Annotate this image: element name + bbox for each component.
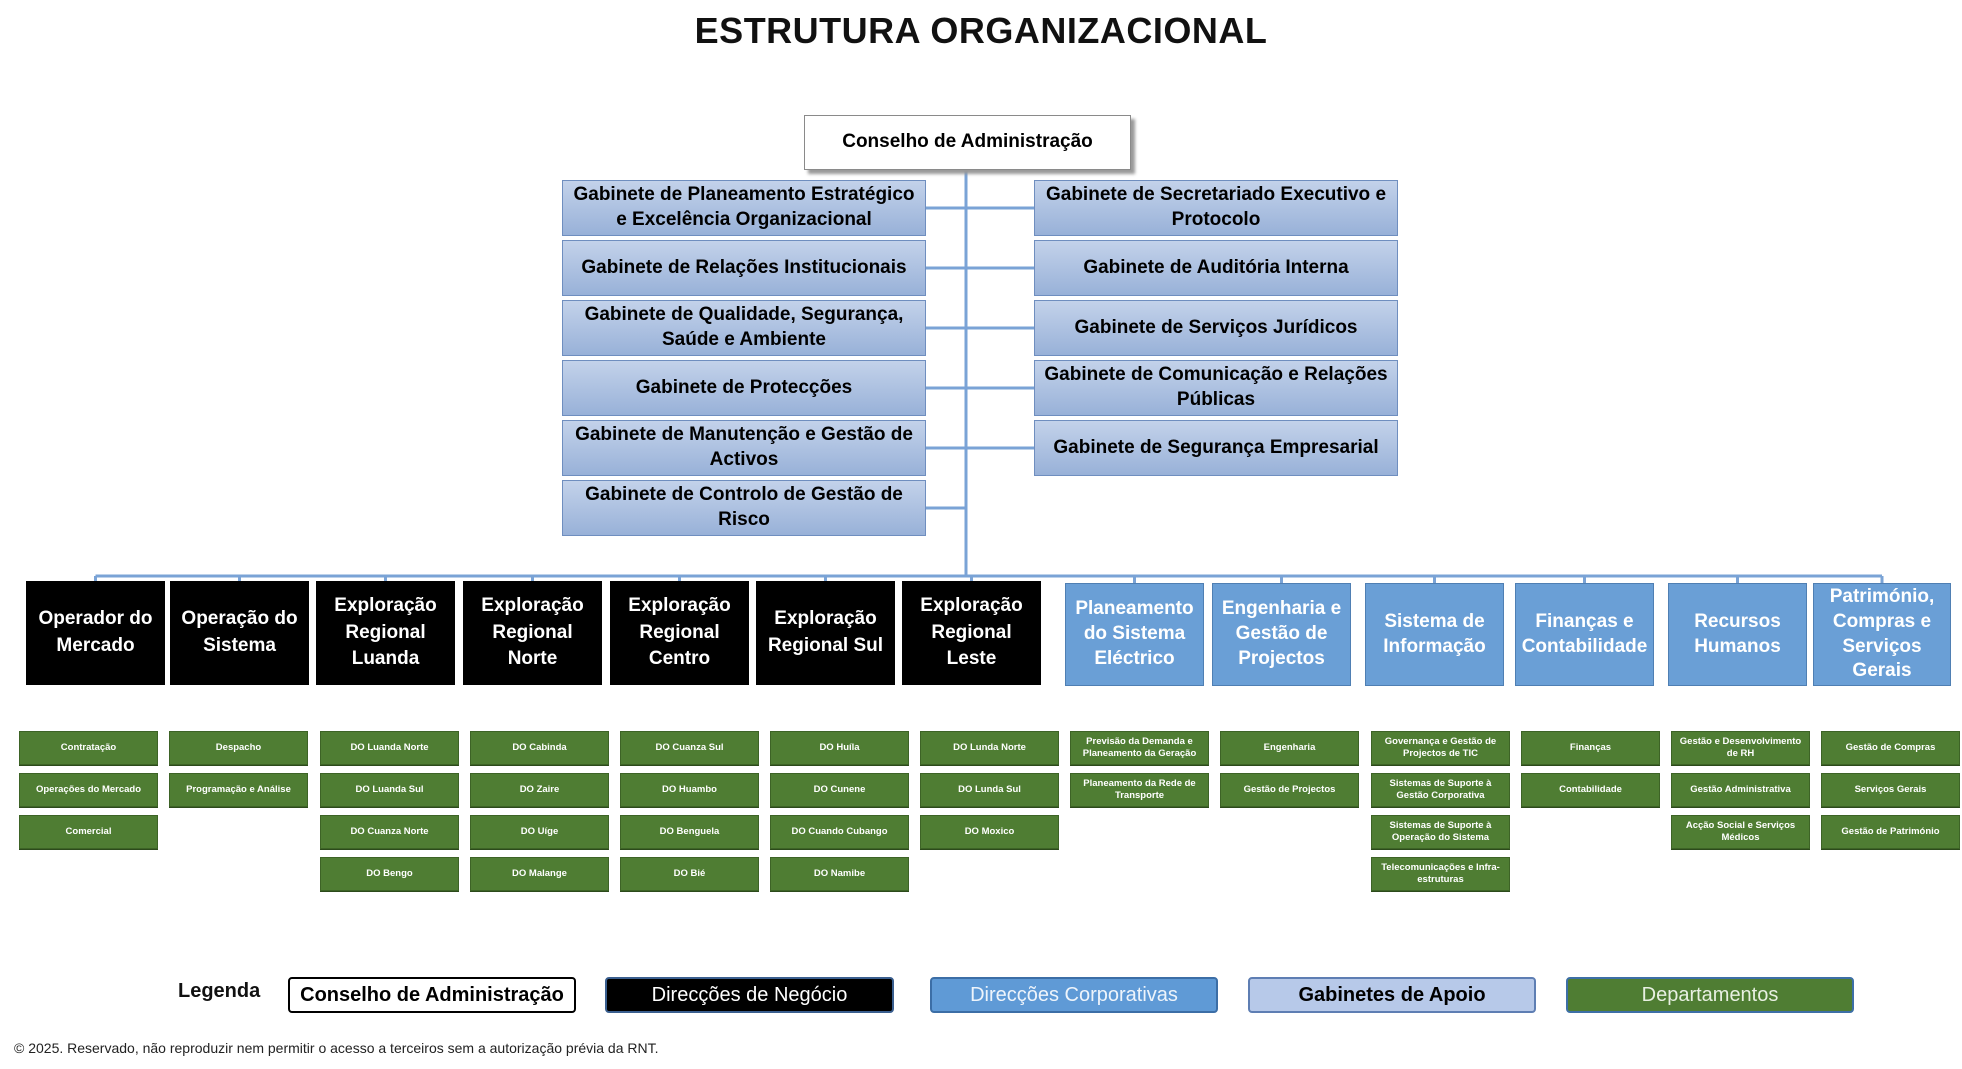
department-2-1: Despacho xyxy=(169,731,308,765)
direccao-9: Engenharia e Gestão de Projectos xyxy=(1212,583,1351,686)
legend-departments: Departamentos xyxy=(1566,977,1854,1013)
department-10-4: Telecomunicações e Infra-estruturas xyxy=(1371,857,1510,891)
department-6-2: DO Cunene xyxy=(770,773,909,807)
department-4-2: DO Zaire xyxy=(470,773,609,807)
department-13-3: Gestão de Património xyxy=(1821,815,1960,849)
department-7-3: DO Moxico xyxy=(920,815,1059,849)
gabinete-right-2: Gabinete de Auditória Interna xyxy=(1034,240,1398,296)
direccao-7: Exploração Regional Leste xyxy=(902,581,1041,685)
department-3-1: DO Luanda Norte xyxy=(320,731,459,765)
legend-gabinetes: Gabinetes de Apoio xyxy=(1248,977,1536,1013)
gabinete-right-4: Gabinete de Comunicação e Relações Públi… xyxy=(1034,360,1398,416)
department-12-2: Gestão Administrativa xyxy=(1671,773,1810,807)
department-3-3: DO Cuanza Norte xyxy=(320,815,459,849)
direccao-1: Operador do Mercado xyxy=(26,581,165,685)
direccao-2: Operação do Sistema xyxy=(170,581,309,685)
direccao-11: Finanças e Contabilidade xyxy=(1515,583,1654,686)
department-4-4: DO Malange xyxy=(470,857,609,891)
department-3-4: DO Bengo xyxy=(320,857,459,891)
legend-corporate: Direcções Corporativas xyxy=(930,977,1218,1013)
department-2-2: Programação e Análise xyxy=(169,773,308,807)
department-13-2: Serviços Gerais xyxy=(1821,773,1960,807)
department-13-1: Gestão de Compras xyxy=(1821,731,1960,765)
department-5-3: DO Benguela xyxy=(620,815,759,849)
board-box: Conselho de Administração xyxy=(804,115,1131,170)
legend-label: Legenda xyxy=(178,980,261,1002)
department-5-2: DO Huambo xyxy=(620,773,759,807)
department-7-1: DO Lunda Norte xyxy=(920,731,1059,765)
department-10-3: Sistemas de Suporte à Operação do Sistem… xyxy=(1371,815,1510,849)
gabinete-left-6: Gabinete de Controlo de Gestão de Risco xyxy=(562,480,926,536)
page-title: ESTRUTURA ORGANIZACIONAL xyxy=(694,10,1268,51)
gabinete-right-3: Gabinete de Serviços Jurídicos xyxy=(1034,300,1398,356)
department-8-1: Previsão da Demanda e Planeamento da Ger… xyxy=(1070,731,1209,765)
gabinete-right-5: Gabinete de Segurança Empresarial xyxy=(1034,420,1398,476)
gabinete-left-5: Gabinete de Manutenção e Gestão de Activ… xyxy=(562,420,926,476)
direccao-10: Sistema de Informação xyxy=(1365,583,1504,686)
legend-board: Conselho de Administração xyxy=(288,977,576,1013)
department-12-3: Acção Social e Serviços Médicos xyxy=(1671,815,1810,849)
direccao-12: Recursos Humanos xyxy=(1668,583,1807,686)
gabinete-left-1: Gabinete de Planeamento Estratégico e Ex… xyxy=(562,180,926,236)
department-6-3: DO Cuando Cubango xyxy=(770,815,909,849)
department-1-2: Operações do Mercado xyxy=(19,773,158,807)
department-11-1: Finanças xyxy=(1521,731,1660,765)
department-1-3: Comercial xyxy=(19,815,158,849)
department-5-4: DO Bié xyxy=(620,857,759,891)
department-6-4: DO Namibe xyxy=(770,857,909,891)
department-10-1: Governança e Gestão de Projectos de TIC xyxy=(1371,731,1510,765)
department-7-2: DO Lunda Sul xyxy=(920,773,1059,807)
direccao-5: Exploração Regional Centro xyxy=(610,581,749,685)
direccao-8: Planeamento do Sistema Eléctrico xyxy=(1065,583,1204,686)
department-5-1: DO Cuanza Sul xyxy=(620,731,759,765)
gabinete-right-1: Gabinete de Secretariado Executivo e Pro… xyxy=(1034,180,1398,236)
direccao-4: Exploração Regional Norte xyxy=(463,581,602,685)
department-9-2: Gestão de Projectos xyxy=(1220,773,1359,807)
direccao-3: Exploração Regional Luanda xyxy=(316,581,455,685)
department-4-1: DO Cabinda xyxy=(470,731,609,765)
department-9-1: Engenharia xyxy=(1220,731,1359,765)
department-6-1: DO Huíla xyxy=(770,731,909,765)
gabinete-left-3: Gabinete de Qualidade, Segurança, Saúde … xyxy=(562,300,926,356)
copyright-notice: © 2025. Reservado, não reproduzir nem pe… xyxy=(14,1040,659,1056)
department-12-1: Gestão e Desenvolvimento de RH xyxy=(1671,731,1810,765)
gabinete-left-2: Gabinete de Relações Institucionais xyxy=(562,240,926,296)
department-4-3: DO Uíge xyxy=(470,815,609,849)
department-1-1: Contratação xyxy=(19,731,158,765)
department-8-2: Planeamento da Rede de Transporte xyxy=(1070,773,1209,807)
department-10-2: Sistemas de Suporte à Gestão Corporativa xyxy=(1371,773,1510,807)
gabinete-left-4: Gabinete de Protecções xyxy=(562,360,926,416)
department-3-2: DO Luanda Sul xyxy=(320,773,459,807)
direccao-6: Exploração Regional Sul xyxy=(756,581,895,685)
legend-business: Direcções de Negócio xyxy=(605,977,894,1013)
department-11-2: Contabilidade xyxy=(1521,773,1660,807)
direccao-13: Património, Compras e Serviços Gerais xyxy=(1813,583,1951,686)
